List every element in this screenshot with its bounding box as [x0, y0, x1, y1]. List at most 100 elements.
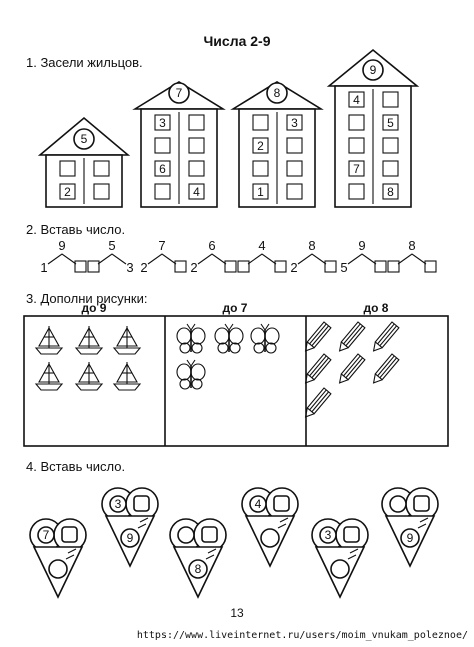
- scoop-circle: [319, 526, 337, 544]
- task4-heading: 4. Вставь число.: [26, 459, 126, 474]
- window: [286, 137, 303, 154]
- chain-left: 1: [40, 260, 47, 275]
- boat-icon: [34, 326, 64, 355]
- page-title: Числа 2-9: [203, 33, 271, 49]
- chain-branch: [197, 253, 227, 265]
- chain-left-box: [237, 260, 250, 273]
- house: 8 3 2 1: [230, 81, 324, 208]
- window: [348, 183, 365, 200]
- chain-top: 9: [358, 238, 365, 253]
- window: [348, 137, 365, 154]
- roof-number: 5: [81, 132, 88, 146]
- pencil-icon: [372, 353, 400, 384]
- window: [154, 114, 171, 131]
- scoop-box: [273, 495, 290, 512]
- house: 52: [37, 116, 131, 208]
- scoop-circle: [109, 495, 127, 513]
- chain-right-box: [224, 260, 237, 273]
- chain-top: 8: [408, 238, 415, 253]
- chain-branch: [347, 253, 377, 265]
- window-number: 3: [291, 116, 298, 130]
- chain-top: 9: [58, 238, 65, 253]
- cone-hatch: [205, 548, 217, 560]
- pencil-icon: [304, 321, 332, 352]
- window-number: 2: [257, 139, 264, 153]
- roof-number: 7: [176, 86, 183, 100]
- chain-top: 5: [108, 238, 115, 253]
- cone-hatch: [65, 548, 77, 560]
- task3-label: до 7: [223, 301, 248, 315]
- chain-item: 8: [387, 238, 437, 273]
- cone-hatch: [347, 548, 359, 560]
- ice-cream-cone: 9: [381, 487, 439, 568]
- task3-label: до 9: [82, 301, 107, 315]
- window: [382, 91, 399, 108]
- window: [154, 183, 171, 200]
- window-number: 2: [64, 185, 71, 199]
- pencil-icon: [372, 321, 400, 352]
- window: [382, 137, 399, 154]
- boat-icon: [74, 326, 104, 355]
- chain-left-box: [387, 260, 400, 273]
- scoop-circle: [37, 526, 55, 544]
- chain-right-box: [424, 260, 437, 273]
- window: [252, 137, 269, 154]
- pencil-icon: [304, 353, 332, 384]
- scoop-box: [413, 495, 430, 512]
- page-number: 13: [230, 606, 244, 620]
- butterfly-icon: [214, 323, 244, 354]
- window-number: 1: [257, 185, 264, 199]
- cone-circle: [260, 528, 280, 548]
- window: [93, 160, 110, 177]
- cone-hatch: [277, 517, 289, 529]
- window-number: 3: [159, 116, 166, 130]
- window-number: 5: [387, 116, 394, 130]
- roof-circle: [362, 59, 384, 81]
- window: [252, 160, 269, 177]
- window: [252, 183, 269, 200]
- task1-heading: 1. Засели жильцов.: [26, 55, 143, 70]
- task3-heading: 3. Дополни рисунки:: [26, 291, 148, 306]
- window-number: 4: [353, 93, 360, 107]
- roof-circle: [266, 82, 288, 104]
- chain-branch: [297, 253, 327, 265]
- window: [188, 137, 205, 154]
- chain-right-box: [174, 260, 187, 273]
- scoop-box: [61, 526, 78, 543]
- pencil-icon: [304, 387, 332, 418]
- window: [382, 160, 399, 177]
- cone-circle: [120, 528, 140, 548]
- window: [93, 183, 110, 200]
- window: [252, 114, 269, 131]
- window: [154, 137, 171, 154]
- window: [348, 91, 365, 108]
- window: [286, 160, 303, 177]
- window: [188, 160, 205, 177]
- cone-circle: [188, 559, 208, 579]
- cone-circle: [48, 559, 68, 579]
- window: [59, 160, 76, 177]
- cone-left-number: 3: [325, 528, 332, 542]
- window: [188, 114, 205, 131]
- boat-icon: [112, 362, 142, 391]
- window: [154, 160, 171, 177]
- roof-circle: [73, 128, 95, 150]
- window: [348, 114, 365, 131]
- chain-left: 2: [140, 260, 147, 275]
- chain-left: 5: [340, 260, 347, 275]
- roof-number: 8: [274, 86, 281, 100]
- source-url: https://www.liveinternet.ru/users/moim_v…: [136, 630, 468, 641]
- window: [348, 160, 365, 177]
- ice-cream-cone: 4: [241, 487, 299, 568]
- window-number: 4: [193, 185, 200, 199]
- cone-hatch: [417, 517, 429, 529]
- chain-left: 2: [290, 260, 297, 275]
- window: [59, 183, 76, 200]
- chain-left: 2: [190, 260, 197, 275]
- chain-right-box: [324, 260, 337, 273]
- cone-total-number: 9: [407, 531, 414, 545]
- chain-item: 72: [140, 238, 187, 275]
- chain-left-box: [87, 260, 100, 273]
- scoop-circle: [389, 495, 407, 513]
